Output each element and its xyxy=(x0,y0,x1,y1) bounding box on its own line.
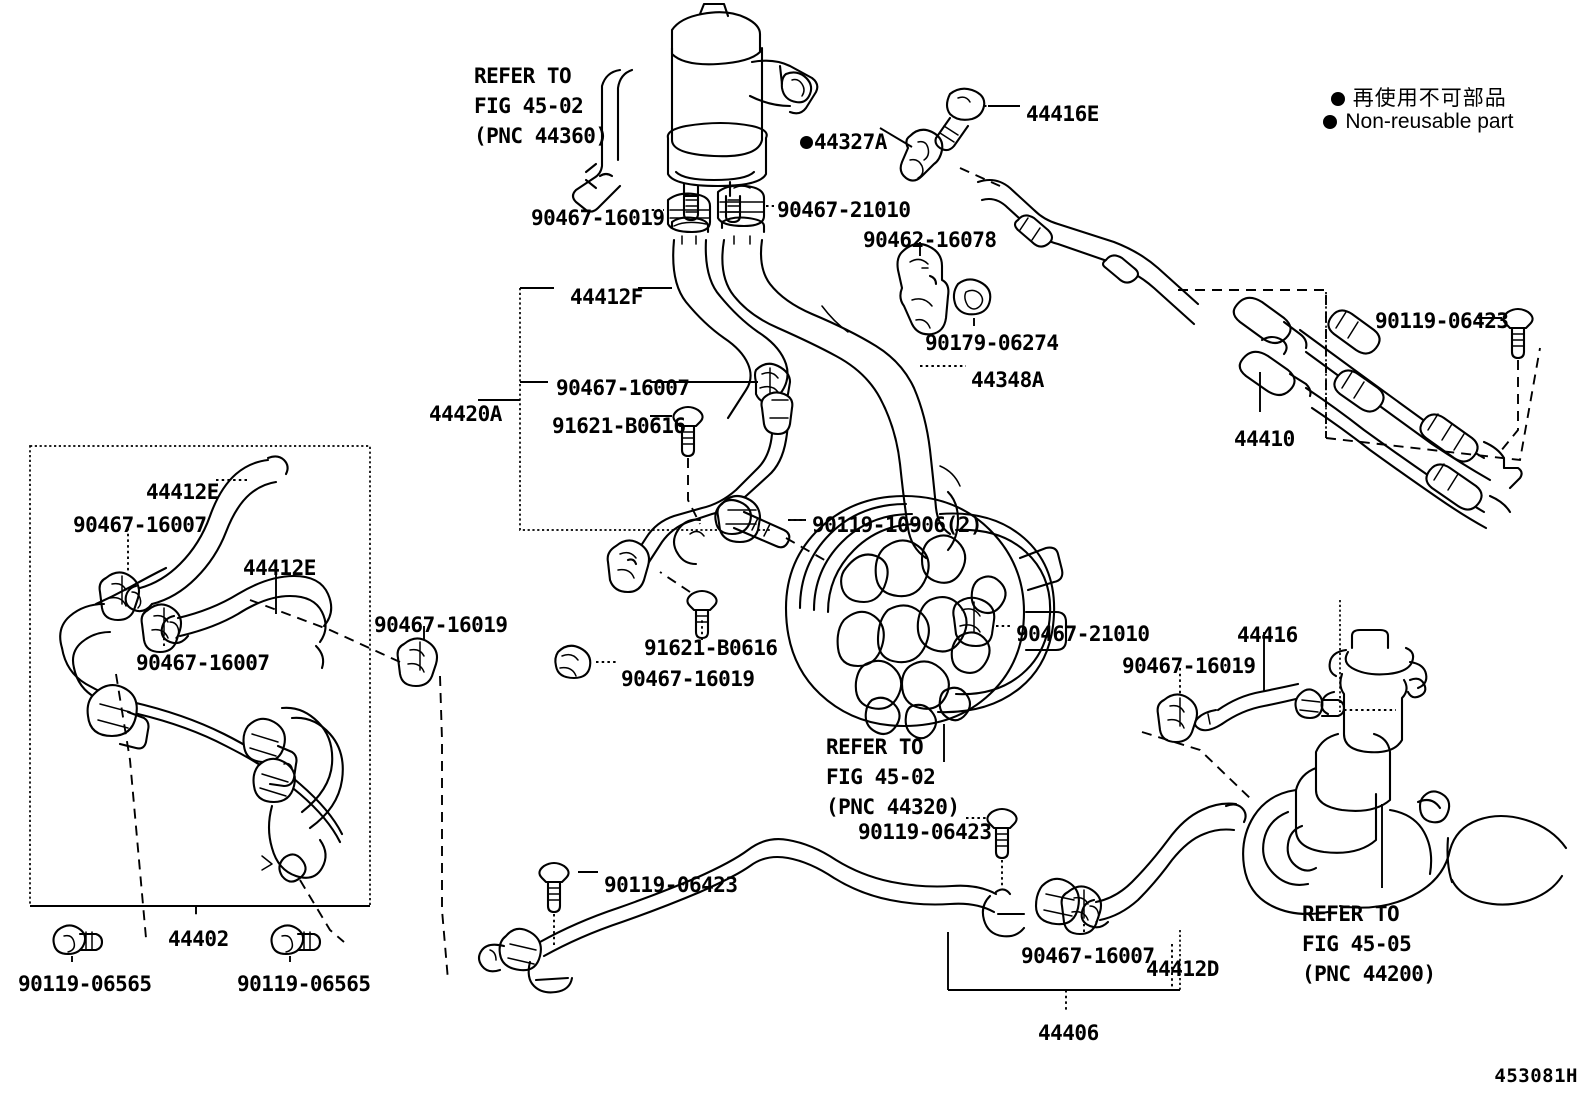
non-reusable-bullet-icon xyxy=(800,136,813,149)
clamp-90467-16007-bottom-illustration xyxy=(1060,885,1103,936)
tube-44410-illustration xyxy=(976,178,1523,530)
bolt-90119-10906-illustration xyxy=(714,498,829,563)
legend-bullet-icon xyxy=(1330,92,1345,106)
assembly-dash-right-bolt xyxy=(1499,360,1519,453)
label-90467-16007-upperleft: 90467-16007 xyxy=(73,513,207,537)
label-44410: 44410 xyxy=(1234,427,1295,451)
label-90119-06423-right: 90119-06423 xyxy=(1375,309,1509,333)
assembly-dash-gear xyxy=(1141,731,1255,803)
reference-gear: REFER TO FIG 45-05 (PNC 44200) xyxy=(1302,902,1436,986)
bolt-91621-b0616-center-illustration xyxy=(650,405,704,525)
label-90119-10906: 90119-10906(2) xyxy=(812,513,983,537)
label-90467-16007-midleft: 90467-16007 xyxy=(136,651,270,675)
bracket-90462-16078-illustration xyxy=(896,242,950,336)
label-90467-21010-pump: 90467-21010 xyxy=(1016,622,1150,646)
reference-reservoir: REFER TO FIG 45-02 (PNC 44360) xyxy=(474,64,608,148)
label-90462-16078: 90462-16078 xyxy=(863,228,997,252)
label-90467-16019-top: 90467-16019 xyxy=(531,206,665,230)
label-44412e-upper: 44412E xyxy=(146,480,219,504)
label-44416: 44416 xyxy=(1237,623,1298,647)
assembly-dash-right-bolt-lower xyxy=(299,879,345,943)
steering-gear-illustration xyxy=(1242,628,1568,916)
label-90119-06565-left: 90119-06565 xyxy=(18,972,152,996)
label-90467-16007-bottom: 90467-16007 xyxy=(1021,944,1155,968)
group-bracket-44406 xyxy=(947,930,1181,1010)
label-91621-b0616-pump: 91621-B0616 xyxy=(644,636,778,660)
label-90179-06274: 90179-06274 xyxy=(925,331,1059,355)
legend-english: Non-reusable part xyxy=(1300,86,1513,158)
label-44416e: 44416E xyxy=(1026,102,1099,126)
label-90119-06565-right: 90119-06565 xyxy=(237,972,371,996)
label-90119-06423-left: 90119-06423 xyxy=(604,873,738,897)
label-90467-16019-pump: 90467-16019 xyxy=(621,667,755,691)
boundary-dash-left-right xyxy=(439,675,449,981)
hose-44412e-upper-illustration xyxy=(124,455,289,613)
clamp-90467-16019-gear-illustration xyxy=(1156,693,1199,744)
boundary-dash-right-lower xyxy=(1325,347,1541,462)
clamp-90467-16019-midleft-illustration xyxy=(396,637,439,688)
bracket-44420a xyxy=(478,287,770,531)
label-90467-21010-top: 90467-21010 xyxy=(777,198,911,222)
label-90467-16007-center: 90467-16007 xyxy=(556,376,690,400)
assembly-dash-16019-midleft xyxy=(249,599,401,663)
label-44348a: 44348A xyxy=(971,368,1044,392)
figure-id: 453081H xyxy=(1494,1065,1578,1087)
pump-illustration xyxy=(784,494,1068,740)
bolt-90119-06565-left-illustration xyxy=(52,924,104,962)
bolt-90119-06423-right-illustration xyxy=(1478,307,1534,360)
bolt-90119-06565-right-illustration xyxy=(270,924,322,962)
label-44402: 44402 xyxy=(168,927,229,951)
clamp-90467-16007-midleft-illustration xyxy=(140,603,183,654)
label-44327a: 44327A xyxy=(800,128,887,156)
clamp-90467-21010-pump-illustration xyxy=(952,596,996,648)
label-90467-16019-midleft: 90467-16019 xyxy=(374,613,508,637)
bolt-90119-06423-left-illustration xyxy=(538,861,598,946)
bolt-91621-b0616-pump-illustration xyxy=(659,571,718,640)
legend-bullet-icon-2 xyxy=(1323,115,1338,129)
nut-90179-06274-illustration xyxy=(952,278,992,316)
label-44412f: 44412F xyxy=(570,285,643,309)
assembly-dash-left-bolt xyxy=(115,673,147,939)
bolt-44416e-illustration xyxy=(934,87,1020,152)
label-44412e-lower: 44412E xyxy=(243,556,316,580)
reference-pump: REFER TO FIG 45-02 (PNC 44320) xyxy=(826,735,960,819)
group-box-44402 xyxy=(29,445,371,916)
label-91621-b0616-center: 91621-B0616 xyxy=(552,414,686,438)
label-90119-06423-mid: 90119-06423 xyxy=(858,820,992,844)
label-44406: 44406 xyxy=(1038,1021,1099,1045)
clamp-90467-21010-top-illustration xyxy=(716,184,766,228)
label-90467-16019-gear: 90467-16019 xyxy=(1122,654,1256,678)
assembly-dash-44327a xyxy=(959,167,1001,187)
legend-japanese: 再使用不可部品 xyxy=(1300,58,1507,136)
leader-44327a xyxy=(879,127,913,148)
tube-44406-illustration xyxy=(477,838,1080,994)
hose-44348a-illustration xyxy=(720,216,961,560)
reservoir-tank-illustration xyxy=(571,2,819,224)
hose-44412d-illustration xyxy=(1080,802,1247,929)
tube-44402-illustration xyxy=(59,566,344,883)
label-44412d: 44412D xyxy=(1146,957,1219,981)
label-44420a: 44420A xyxy=(429,402,502,426)
hose-44412f-illustration xyxy=(670,216,789,420)
bolt-90119-06423-mid-illustration xyxy=(966,807,1018,890)
clamp-90467-16007-upperleft-illustration xyxy=(98,571,141,622)
tube-44420a-illustration xyxy=(554,391,794,680)
hose-44412e-lower-illustration xyxy=(160,574,333,670)
clamp-90467-16019-top-illustration xyxy=(666,192,712,234)
gasket-44327a-illustration xyxy=(899,128,944,182)
